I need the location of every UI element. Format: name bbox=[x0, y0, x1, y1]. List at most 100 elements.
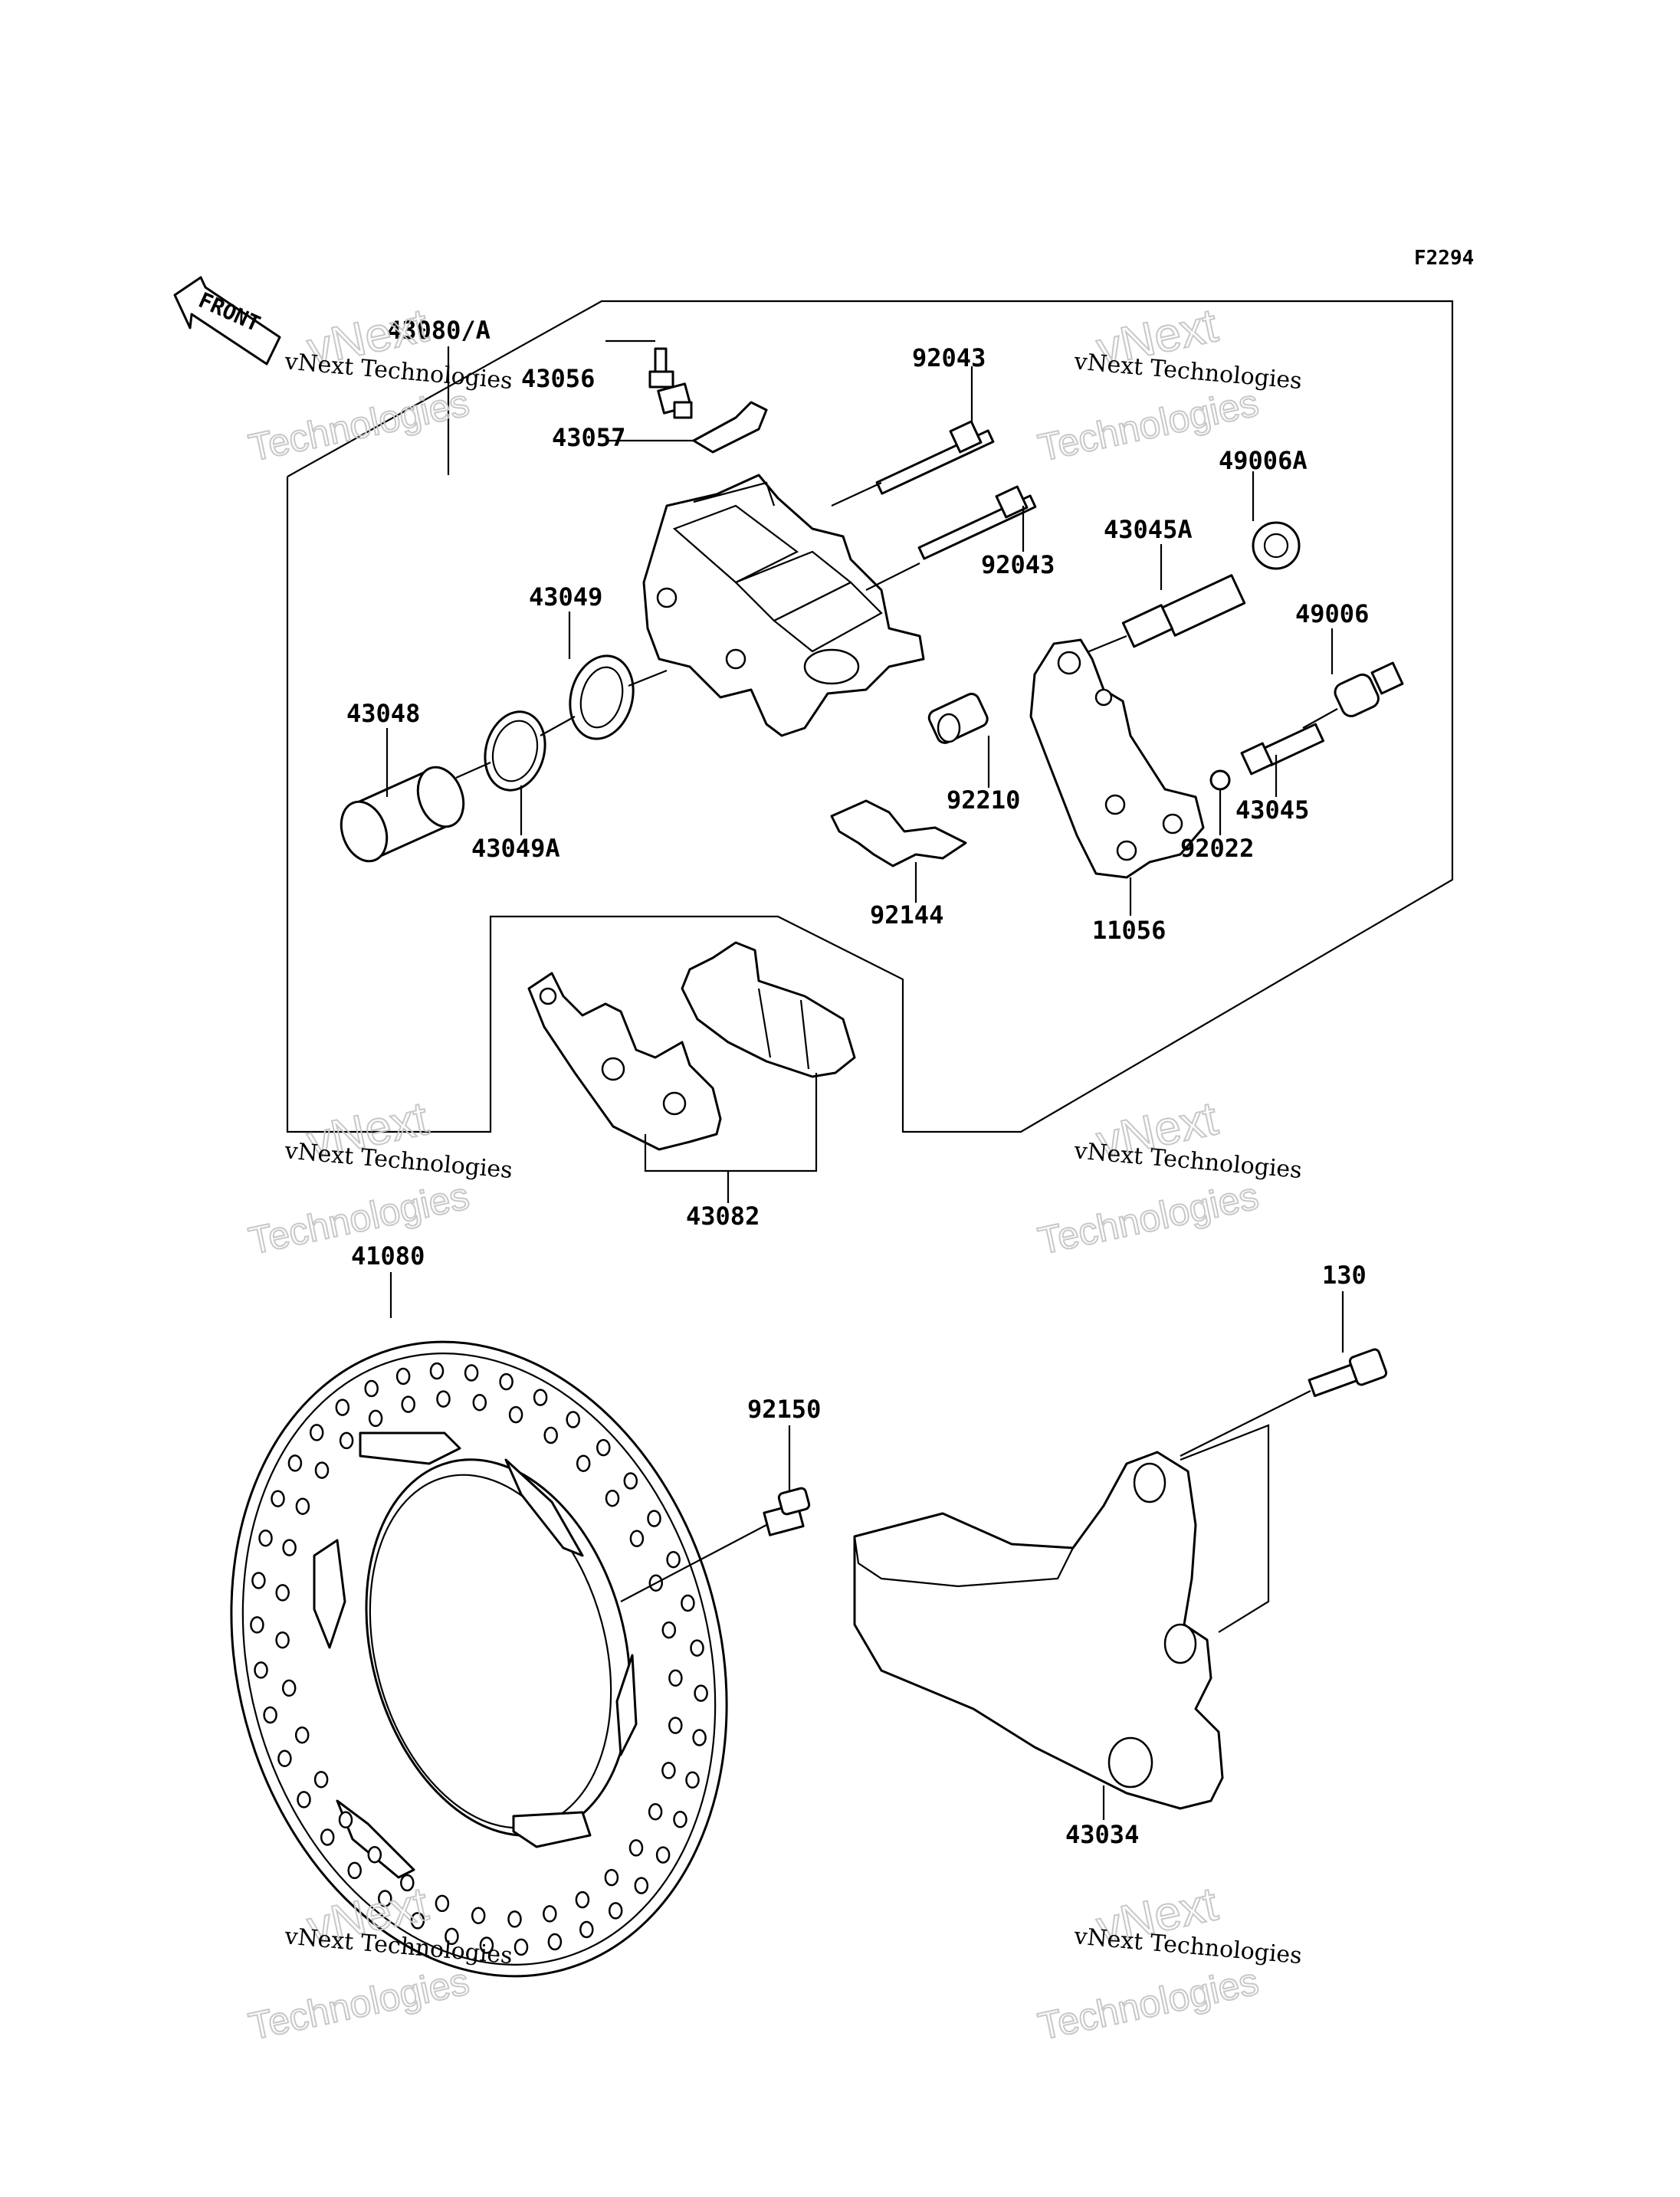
part-labels: 43080/A 43056 43057 92043 92043 49006A 4… bbox=[346, 316, 1369, 1849]
spring-92144 bbox=[830, 799, 967, 867]
disc-hole bbox=[673, 1811, 687, 1828]
disc-hole bbox=[281, 1679, 297, 1697]
watermark-mr: vNext Technologies vNext Technologies bbox=[1034, 1091, 1303, 1263]
bracket-11056 bbox=[1029, 638, 1205, 879]
bleed-cap bbox=[692, 401, 768, 454]
label-caliper-assy: 43080/A bbox=[387, 316, 491, 345]
label-bolt-92150: 92150 bbox=[747, 1395, 821, 1424]
disc-hole bbox=[378, 1890, 392, 1907]
holder-bracket-line bbox=[1180, 1424, 1270, 1633]
disc-hole bbox=[294, 1726, 310, 1744]
disc-hole bbox=[401, 1395, 415, 1413]
pads-bracket-line bbox=[644, 1073, 818, 1172]
disc-hole bbox=[275, 1631, 290, 1649]
svg-text:Technologies: Technologies bbox=[245, 381, 473, 469]
disc-hole bbox=[543, 1426, 558, 1444]
disc-hole bbox=[647, 1510, 661, 1527]
watermarks: vNext Technologies vNext Technologies vN… bbox=[244, 298, 1303, 2048]
sleeve-92210 bbox=[927, 693, 989, 744]
disc-hole bbox=[436, 1390, 451, 1408]
watermark-br: vNext Technologies vNext Technologies bbox=[1034, 1877, 1303, 2048]
svg-text:Technologies: Technologies bbox=[1035, 1959, 1262, 2048]
label-seal: 43049 bbox=[529, 582, 602, 612]
leader-lines bbox=[386, 339, 1344, 1820]
disc-hole bbox=[547, 1933, 563, 1951]
label-bleed-valve: 43056 bbox=[521, 364, 595, 393]
pin-43045 bbox=[1240, 708, 1338, 776]
disc-hole bbox=[364, 1379, 379, 1398]
disc-hole bbox=[445, 1927, 459, 1946]
disc-hole bbox=[313, 1770, 329, 1789]
disc-hole bbox=[395, 1367, 411, 1385]
disc-hole bbox=[608, 1902, 623, 1920]
disc-hole bbox=[666, 1550, 681, 1569]
caliper-holder-43034 bbox=[853, 1451, 1224, 1810]
disc-holes bbox=[250, 1362, 708, 1956]
disc-hole bbox=[533, 1389, 548, 1406]
brake-pads bbox=[527, 941, 856, 1151]
bolt-130 bbox=[1180, 1348, 1388, 1457]
disc-hole bbox=[692, 1729, 707, 1746]
disc-hole bbox=[694, 1684, 708, 1702]
disc-hole bbox=[435, 1894, 450, 1913]
watermark-ml: vNext Technologies vNext Technologies bbox=[244, 1091, 514, 1263]
disc-hole bbox=[258, 1529, 273, 1547]
dust-seal-43049a bbox=[484, 710, 546, 792]
disc-hole bbox=[507, 1910, 522, 1928]
disc-hole bbox=[690, 1639, 704, 1657]
label-holder: 43034 bbox=[1065, 1820, 1139, 1849]
disc-hole bbox=[471, 1907, 486, 1925]
label-dust-seal: 43049A bbox=[471, 834, 560, 863]
disc-hole bbox=[661, 1621, 677, 1639]
label-sleeve: 92210 bbox=[947, 785, 1020, 815]
label-piston: 43048 bbox=[346, 699, 420, 728]
disc-hole bbox=[263, 1706, 277, 1724]
label-bleed-cap: 43057 bbox=[552, 423, 625, 452]
disc-hole bbox=[668, 1669, 683, 1687]
disc-hole bbox=[367, 1846, 382, 1864]
circlip-92022 bbox=[1209, 769, 1231, 791]
label-pin-upper: 92043 bbox=[912, 343, 986, 372]
disc-hole bbox=[575, 1890, 590, 1909]
bleed-valve bbox=[648, 347, 693, 419]
disc-hole bbox=[661, 1762, 676, 1779]
watermark-tr: vNext Technologies vNext Technologies bbox=[1034, 298, 1303, 470]
disc-hole bbox=[596, 1438, 611, 1457]
label-pin-43045: 43045 bbox=[1235, 795, 1309, 825]
disc-hole bbox=[335, 1399, 350, 1416]
disc-hole bbox=[410, 1912, 425, 1930]
label-pads: 43082 bbox=[686, 1202, 760, 1231]
disc-hole bbox=[271, 1490, 285, 1507]
svg-text:Technologies: Technologies bbox=[1035, 1174, 1262, 1262]
brake-disc bbox=[230, 1340, 728, 1978]
caliper-body bbox=[642, 474, 925, 737]
disc-hole bbox=[277, 1749, 292, 1768]
disc-hole bbox=[339, 1431, 354, 1450]
label-bracket: 11056 bbox=[1092, 916, 1166, 945]
disc-hole bbox=[604, 1868, 619, 1887]
label-boot-a: 49006A bbox=[1219, 446, 1308, 475]
disc-hole bbox=[314, 1461, 330, 1479]
disc-hole bbox=[400, 1874, 415, 1892]
pin-upper bbox=[831, 420, 995, 507]
piston bbox=[340, 766, 465, 863]
boot-49006 bbox=[1334, 661, 1404, 717]
disc-hole bbox=[579, 1920, 594, 1939]
disc-hole bbox=[347, 1861, 362, 1880]
label-spring: 92144 bbox=[870, 900, 943, 930]
disc-hole bbox=[479, 1936, 494, 1954]
disc-hole bbox=[576, 1454, 591, 1472]
disc-hole bbox=[623, 1472, 638, 1490]
figure-code: F2294 bbox=[1414, 247, 1474, 270]
disc-hole bbox=[295, 1497, 310, 1515]
label-disc: 41080 bbox=[351, 1241, 425, 1271]
boot-49006a bbox=[1252, 521, 1301, 570]
disc-hole bbox=[338, 1811, 353, 1829]
disc-hole bbox=[254, 1661, 268, 1679]
disc-hole bbox=[514, 1938, 529, 1956]
disc-hole bbox=[464, 1364, 479, 1382]
front-arrow-icon: FRONT bbox=[173, 276, 281, 366]
disc-hole bbox=[668, 1717, 683, 1734]
